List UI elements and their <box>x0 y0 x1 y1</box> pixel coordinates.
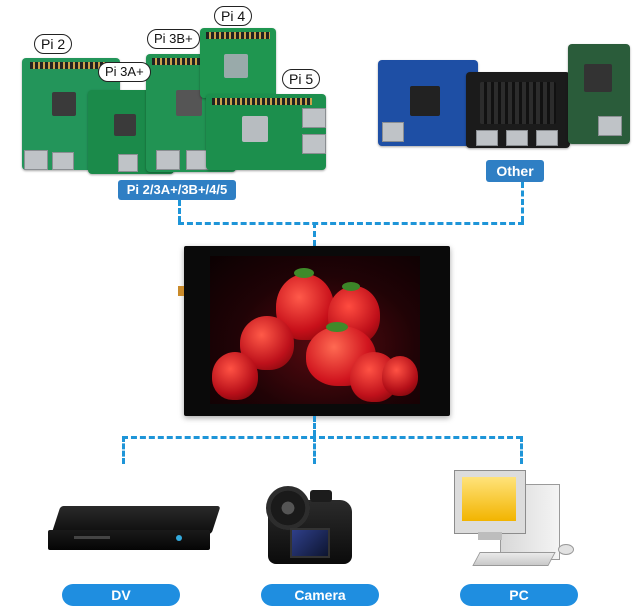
other-tag: Other <box>486 160 544 182</box>
pc-connector <box>520 436 523 464</box>
pi3a-label: Pi 3A+ <box>98 62 151 82</box>
other-board-left <box>378 60 478 146</box>
display-screen <box>210 256 420 404</box>
pi4-board <box>200 28 276 98</box>
display-connector-down <box>313 416 316 436</box>
display-connector-up <box>313 222 316 246</box>
display-monitor <box>178 246 450 416</box>
fpc-connector <box>178 286 184 296</box>
dv-connector <box>122 436 125 464</box>
camera-label: Camera <box>261 584 379 606</box>
pi5-board <box>206 94 326 170</box>
top-connector-line <box>178 222 524 225</box>
camera-connector <box>313 436 316 464</box>
pc-label: PC <box>460 584 578 606</box>
bottom-connector-line <box>122 436 522 439</box>
other-connector-down <box>521 182 524 222</box>
pi-group-tag: Pi 2/3A+/3B+/4/5 <box>118 180 236 200</box>
pi5-label: Pi 5 <box>282 69 321 89</box>
dv-label: DV <box>62 584 180 606</box>
pi4-label: Pi 4 <box>214 6 253 26</box>
pi3b-label: Pi 3B+ <box>147 29 200 49</box>
other-board-jetson <box>466 72 570 148</box>
pi-connector-down <box>178 200 181 222</box>
pi2-label: Pi 2 <box>34 34 73 54</box>
other-board-right <box>568 44 630 144</box>
